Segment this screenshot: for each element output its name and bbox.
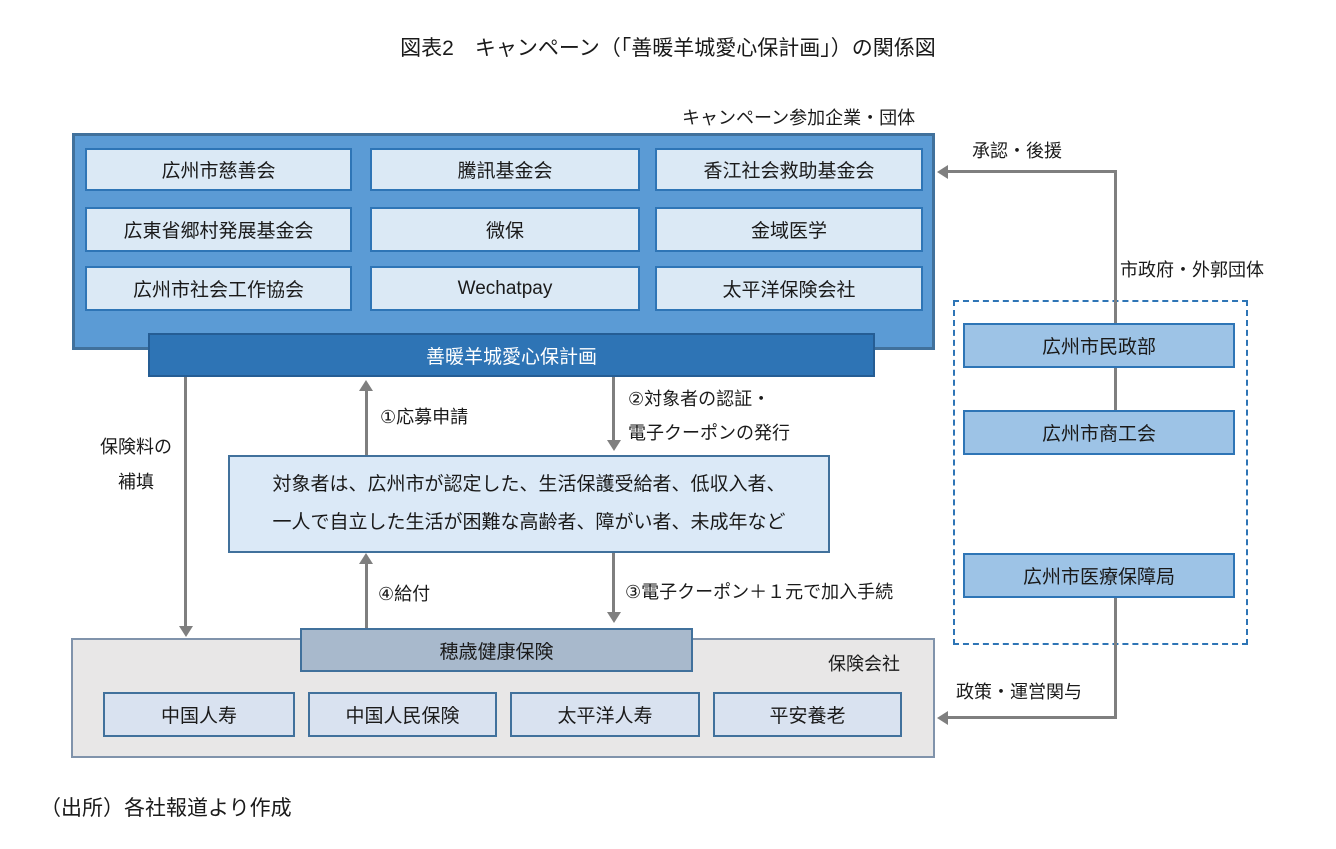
participant-box-kingmed: 金域医学	[655, 207, 923, 252]
policy-arrow-line	[946, 716, 1117, 719]
policy-label: 政策・運営関与	[956, 682, 1082, 702]
gov-box-civil-affairs: 広州市民政部	[963, 323, 1235, 368]
gov-box-medical-security: 広州市医療保障局	[963, 553, 1235, 598]
target-persons-line1: 対象者は、広州市が認定した、生活保護受給者、低収入者、	[272, 474, 786, 495]
gov-box-chamber-of-commerce: 広州市商工会	[963, 410, 1235, 455]
policy-arrow-vertical-line	[1114, 598, 1117, 718]
gov-connector-line-1	[1114, 368, 1117, 410]
step3-arrow-line	[612, 553, 615, 613]
target-persons-box: 対象者は、広州市が認定した、生活保護受給者、低収入者、 一人で自立した生活が困難…	[228, 455, 830, 553]
step1-arrow-line	[365, 389, 368, 455]
step3-arrowhead-icon	[607, 612, 621, 623]
diagram-title: 図表2 キャンペーン（「善暖羊城愛心保計画」）の関係図	[400, 37, 936, 60]
participant-box-weibao: 微保	[370, 207, 640, 252]
target-persons-line2: 一人で自立した生活が困難な高齢者、障がい者、未成年など	[272, 512, 786, 533]
participant-box-guangzhou-charity: 広州市慈善会	[85, 148, 352, 191]
step4-arrowhead-icon	[359, 553, 373, 564]
insurer-box-picc: 中国人民保険	[308, 692, 497, 737]
step4-label: ④給付	[378, 584, 431, 604]
product-bar: 穂歳健康保険	[300, 628, 693, 672]
insurer-box-china-life: 中国人寿	[103, 692, 295, 737]
participant-box-cpic: 太平洋保険会社	[655, 266, 923, 311]
step1-arrowhead-icon	[359, 380, 373, 391]
approval-arrowhead-icon	[937, 165, 948, 179]
plan-bar: 善暖羊城愛心保計画	[148, 333, 875, 377]
government-dashed-container	[953, 300, 1248, 645]
premium-label-line1: 保険料の	[100, 437, 172, 457]
step2-arrowhead-icon	[607, 440, 621, 451]
approval-label: 承認・後援	[972, 141, 1062, 161]
insurer-box-cpic-life: 太平洋人寿	[510, 692, 700, 737]
step2-label-line2: 電子クーポンの発行	[628, 423, 790, 443]
approval-arrow-line	[946, 170, 1116, 173]
participant-box-guangdong-rural-foundation: 広東省郷村発展基金会	[85, 207, 352, 252]
step2-arrow-line	[612, 375, 615, 441]
participants-group-label: キャンペーン参加企業・団体	[682, 108, 916, 128]
government-group-label: 市政府・外郭団体	[1120, 260, 1264, 280]
step3-label: ③電子クーポン＋１元で加入手続	[625, 582, 894, 602]
participant-box-wechatpay: Wechatpay	[370, 266, 640, 311]
step2-label-line1: ②対象者の認証・	[628, 389, 771, 409]
insurer-box-pingan-annuity: 平安養老	[713, 692, 902, 737]
participant-box-xiangjiang-foundation: 香江社会救助基金会	[655, 148, 923, 191]
approval-arrow-vertical-line	[1114, 170, 1117, 323]
participant-box-tencent-foundation: 騰訊基金会	[370, 148, 640, 191]
source-note: （出所）各社報道より作成	[40, 797, 292, 820]
premium-arrow-line	[184, 375, 187, 627]
policy-arrowhead-icon	[937, 711, 948, 725]
step1-label: ①応募申請	[380, 407, 469, 427]
insurers-group-label: 保険会社	[828, 654, 900, 674]
step4-arrow-line	[365, 562, 368, 628]
participant-box-social-work-assoc: 広州市社会工作協会	[85, 266, 352, 311]
premium-label-line2: 補填	[118, 472, 154, 492]
premium-arrowhead-icon	[179, 626, 193, 637]
